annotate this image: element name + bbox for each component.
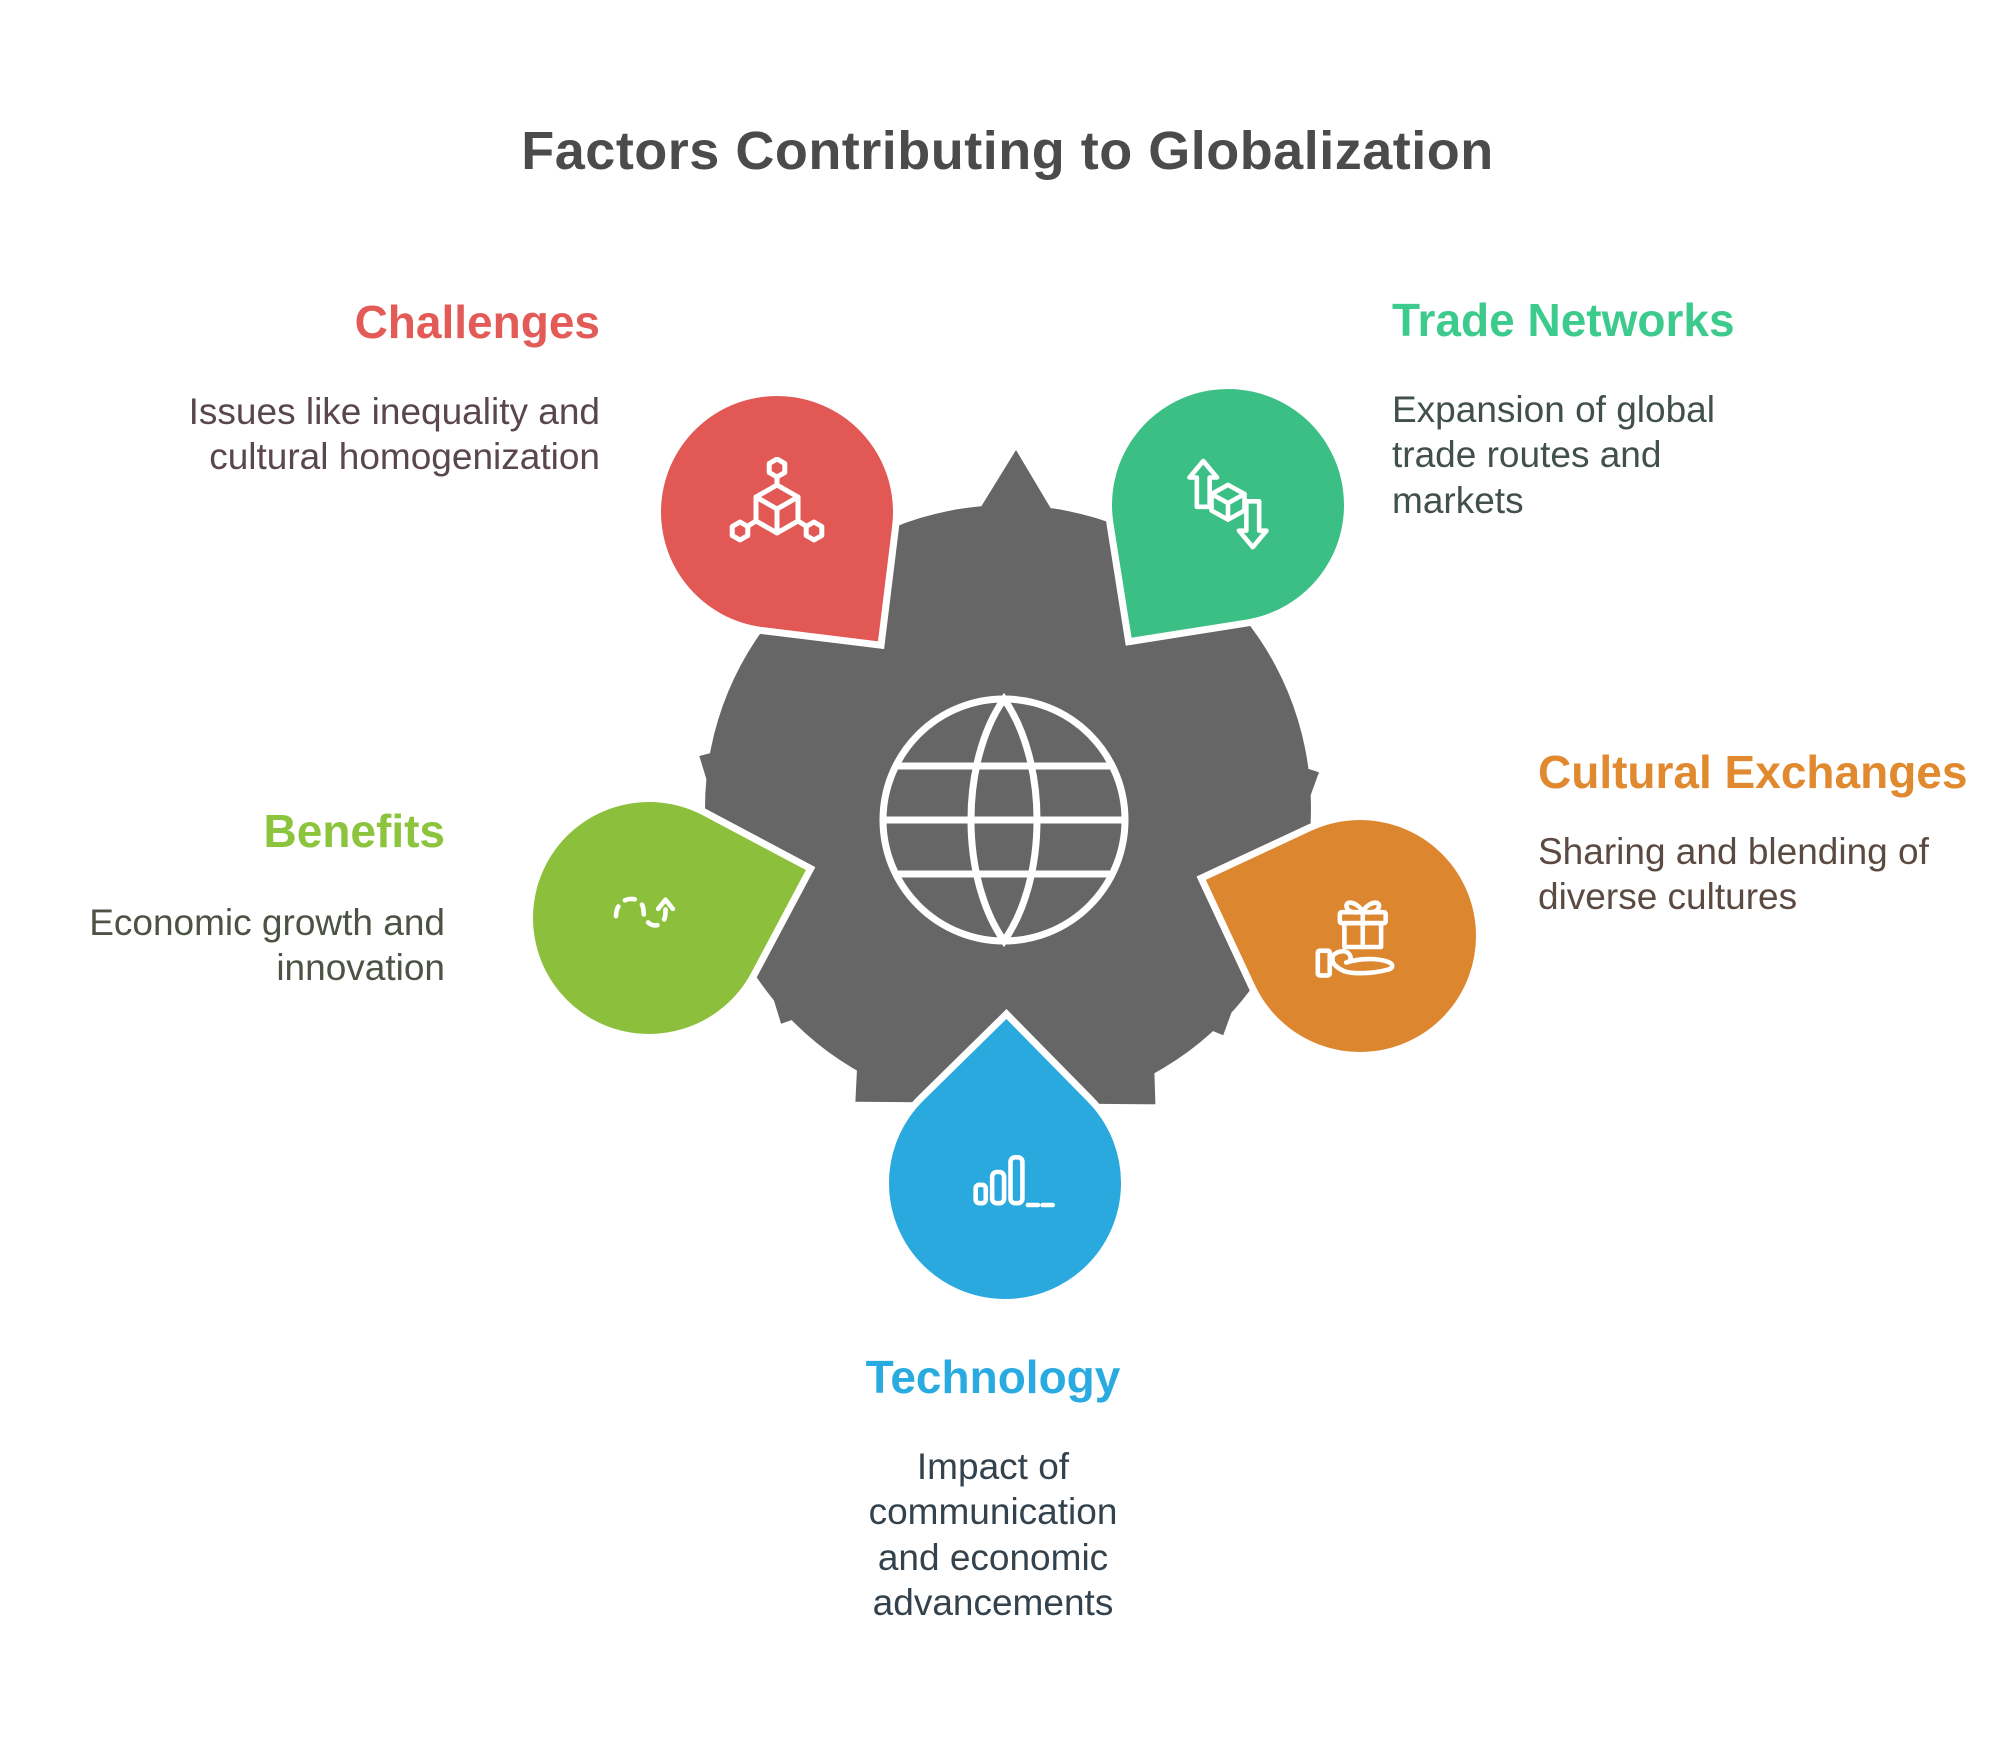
section-cultural-exchanges: Cultural Exchanges Sharing and blending … xyxy=(1538,745,1968,920)
globe-icon xyxy=(879,692,1129,948)
gift-hand-icon xyxy=(1244,820,1476,1052)
section-technology: Technology Impact of communication and e… xyxy=(803,1350,1183,1625)
teardrop-benefits xyxy=(482,751,816,1085)
cube-network-icon xyxy=(661,396,893,628)
teardrop-cultural-exchanges xyxy=(1196,772,1524,1100)
bar-chart-icon xyxy=(889,1067,1121,1299)
center-circle xyxy=(705,505,1311,1111)
trade-networks-body: Expansion of global trade routes and mar… xyxy=(1392,389,1715,521)
benefits-heading: Benefits xyxy=(263,805,445,857)
section-trade-networks: Trade Networks Expansion of global trade… xyxy=(1392,293,1752,523)
teardrop-technology xyxy=(831,1009,1179,1357)
section-benefits: Benefits Economic growth and innovation xyxy=(55,804,445,991)
trade-arrows-icon xyxy=(1112,389,1344,621)
winding-arrow-icon xyxy=(533,802,765,1034)
technology-heading: Technology xyxy=(865,1351,1121,1403)
center-blob xyxy=(699,450,1319,1111)
trade-networks-heading: Trade Networks xyxy=(1392,294,1735,346)
cultural-exchanges-body: Sharing and blending of diverse cultures xyxy=(1538,831,1929,918)
teardrop-trade-networks xyxy=(1087,364,1369,646)
page-title: Factors Contributing to Globalization xyxy=(521,121,1494,181)
challenges-heading: Challenges xyxy=(354,296,600,348)
benefits-body: Economic growth and innovation xyxy=(89,902,445,989)
technology-body: Impact of communication and economic adv… xyxy=(868,1446,1118,1623)
challenges-body: Issues like inequality and cultural homo… xyxy=(188,391,600,478)
cultural-exchanges-heading: Cultural Exchanges xyxy=(1538,746,1968,798)
section-challenges: Challenges Issues like inequality and cu… xyxy=(180,295,600,480)
teardrop-challenges xyxy=(639,374,915,650)
